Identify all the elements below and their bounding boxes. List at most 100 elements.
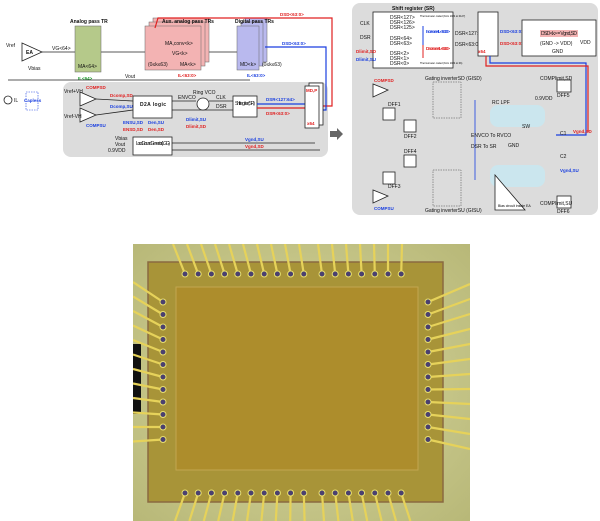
bond-pad xyxy=(424,336,432,343)
bond-pad xyxy=(300,270,308,278)
bond-wire xyxy=(427,400,470,406)
bond-pad xyxy=(358,489,366,497)
den-su-label: Den,SU xyxy=(148,120,164,125)
aux-range-label: (0≤k≤63) xyxy=(148,62,168,68)
clk-label: CLK xyxy=(216,95,226,101)
r-dsd-sd-label: DSD<63:0> xyxy=(500,41,524,46)
bond-wire xyxy=(188,492,200,521)
analog-pass-title: Analog pass TR xyxy=(70,19,108,25)
r-dsr-lo-label: DSR<63:0> xyxy=(455,42,481,48)
capless-box xyxy=(25,91,39,111)
svg-text:DSR<1>: DSR<1> xyxy=(390,56,409,62)
bond-wire xyxy=(133,382,164,391)
bond-pad xyxy=(234,270,242,278)
bond-wire xyxy=(133,396,164,404)
vgnd-sd-label: Vgnd,SD xyxy=(245,144,264,149)
bond-pad xyxy=(159,323,167,331)
bond-wire xyxy=(372,244,376,275)
bond-pad xyxy=(181,489,189,497)
lgg-in2-label: Vout xyxy=(115,142,126,148)
shift-register-block xyxy=(232,95,258,118)
bond-wire xyxy=(245,492,253,521)
bond-pad xyxy=(273,270,281,278)
svg-text:DFF5: DFF5 xyxy=(557,93,570,99)
bond-wire xyxy=(386,492,398,521)
inset-box xyxy=(521,19,597,57)
dcomp-sd-label: Dcomp,SD xyxy=(110,93,134,98)
bond-wire xyxy=(427,372,470,379)
il-green-label: IL<64> xyxy=(78,76,93,81)
bond-wire xyxy=(427,282,470,304)
gating-bot-label: Gating inverterSU (GISU) xyxy=(425,208,482,214)
bias-circuit-label: Bias circuit inside EA xyxy=(498,204,531,208)
vout-label: Vout xyxy=(125,74,136,80)
en-vco-label: ENVCO xyxy=(178,95,196,101)
den-sd-label: Den,SD xyxy=(148,127,165,132)
level-shifter-stack xyxy=(304,85,320,129)
d2a-label: D2A logic xyxy=(140,102,166,108)
bond-pad xyxy=(159,336,167,343)
r-level-shifter xyxy=(477,11,499,57)
bond-pad xyxy=(287,489,295,497)
bond-wire xyxy=(283,244,292,275)
dsd-top-label: DSD<63:0> xyxy=(280,12,304,17)
r-dsd-su-label: DSD<63:0> xyxy=(500,29,524,34)
bond-wire xyxy=(202,492,213,521)
bond-pad xyxy=(194,270,202,278)
load-current-source xyxy=(3,95,13,105)
aux-vg-label: VG<k> xyxy=(172,51,188,57)
bond-wire xyxy=(302,492,306,521)
r-x64-label: x64 xyxy=(478,49,486,54)
bond-pad xyxy=(424,386,432,393)
sr-dsr-label: DSR xyxy=(360,35,371,41)
bond-wire xyxy=(171,244,187,275)
svg-text:DFF1: DFF1 xyxy=(388,102,401,108)
gating-inverter-su xyxy=(432,169,462,207)
bond-pad xyxy=(234,489,242,497)
svg-text:DSR<125>: DSR<125> xyxy=(390,25,415,31)
bond-wire xyxy=(360,492,369,521)
bond-pad xyxy=(397,489,405,497)
bond-pad xyxy=(300,489,308,497)
comp-su-label: COMPSU xyxy=(86,123,106,128)
bond-wire xyxy=(269,244,279,275)
bond-wire xyxy=(260,492,266,521)
bond-wire xyxy=(427,312,470,329)
bond-pad xyxy=(260,489,268,497)
r-comp-su xyxy=(372,189,390,204)
d2a-logic-block xyxy=(132,95,173,119)
sw-label: SW xyxy=(522,124,530,130)
vbias-label: Vbias xyxy=(28,66,41,72)
svg-text:DFF4: DFF4 xyxy=(404,149,417,155)
svg-text:DSR<0>: DSR<0> xyxy=(390,61,409,67)
comparator-su xyxy=(79,107,97,123)
bond-pad xyxy=(159,311,167,318)
bond-pad xyxy=(194,489,202,497)
sr-dlim-sd-label: Dlimit,SD xyxy=(356,49,377,54)
bond-pad xyxy=(221,489,229,497)
dcomp-su-label: Dcomp,SU xyxy=(110,104,133,109)
r-comp-sd-label: COMPSD xyxy=(374,78,395,83)
aux-title: Aux. analog pass TRs xyxy=(162,19,214,25)
r-comp-sd xyxy=(372,83,390,98)
comp-lim-su-label: COMPlimit,SU xyxy=(540,201,573,207)
bond-wire xyxy=(427,387,470,391)
il-label: IL xyxy=(14,98,18,104)
bond-pad xyxy=(159,373,167,381)
bond-pad xyxy=(424,311,432,318)
bond-pad xyxy=(159,298,167,306)
aux-conv-label: MA,conv<k> xyxy=(165,41,193,47)
inset-gnd-label: (GND -> VDD) xyxy=(540,41,573,47)
r-vgnd-su-label: Vgnd,SU xyxy=(560,168,579,173)
bond-pad xyxy=(424,423,432,431)
mpu-label: MD,P xyxy=(306,88,317,93)
bond-pad xyxy=(318,270,326,278)
ring-vco-label: Ring VCO xyxy=(193,90,216,96)
svg-text:DSR<63>: DSR<63> xyxy=(390,41,412,47)
bond-wire xyxy=(400,492,412,521)
bond-pad xyxy=(424,348,432,356)
shift-register-label: Shift register (SR) xyxy=(235,101,255,107)
bond-wire xyxy=(133,310,164,328)
circuit-diagram: EA Vref Vbias VG<64> Analog pass TR MA<6… xyxy=(3,3,598,215)
rc-lpf-bottom xyxy=(490,165,545,187)
